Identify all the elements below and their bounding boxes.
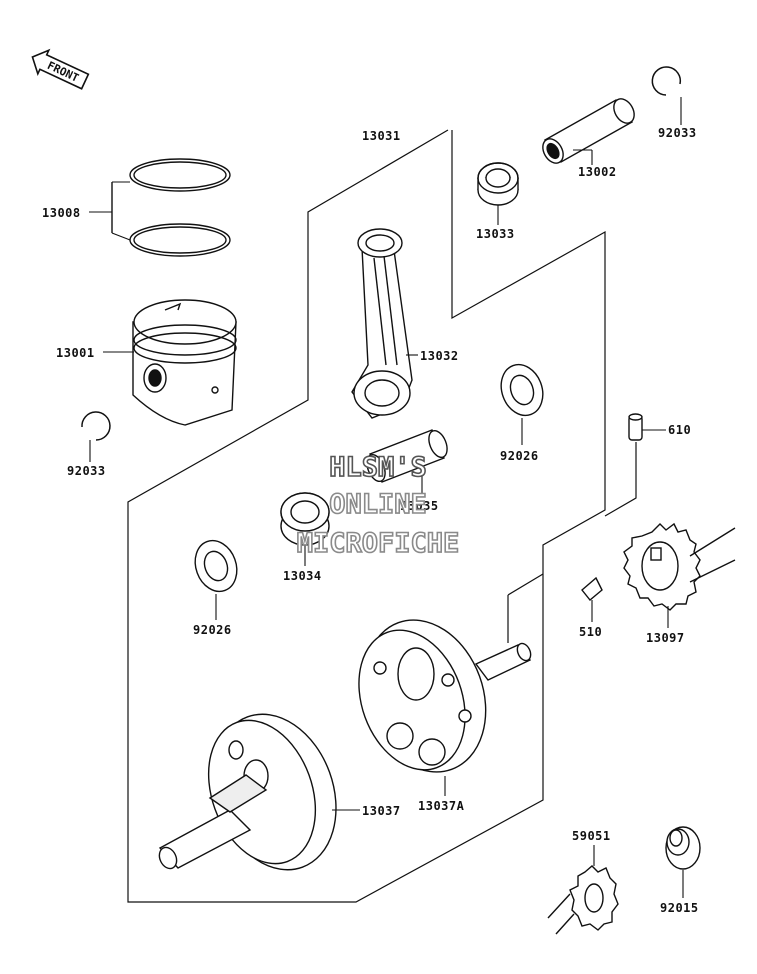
part-92015-label: 92015 — [660, 901, 699, 915]
watermark-line1: HLSM'S — [329, 452, 427, 483]
part-610-label: 610 — [668, 423, 691, 437]
crank-gear-icon — [623, 522, 736, 611]
assembly-outline — [127, 129, 637, 903]
circlip-icon — [81, 66, 682, 441]
nut-icon — [665, 826, 701, 870]
part-13035-label: 13035 — [400, 499, 439, 513]
part-92033-right-label: 92033 — [658, 126, 697, 140]
crank-pin-icon — [366, 429, 448, 483]
pin-icon — [628, 413, 643, 441]
part-13032-label: 13032 — [420, 349, 459, 363]
leader-lines — [89, 97, 684, 898]
part-13031-label: 13031 — [362, 129, 401, 143]
part-13002-label: 13002 — [578, 165, 617, 179]
woodruff-key-icon — [581, 576, 603, 601]
watermark-line3: MICROFICHE — [297, 528, 460, 559]
piston-icon — [132, 299, 237, 426]
part-13037-label: 13037 — [362, 804, 401, 818]
part-13037A-label: 13037A — [418, 799, 465, 813]
thrust-washer-icon — [194, 363, 544, 593]
part-labels: 13031 13008 13001 92033 92033 13002 1303… — [42, 126, 699, 915]
part-59051-label: 59051 — [572, 829, 611, 843]
part-92026-left-label: 92026 — [193, 623, 232, 637]
connecting-rod-icon — [351, 228, 413, 419]
crankshaft-half-right-icon — [358, 619, 532, 773]
part-13001-label: 13001 — [56, 346, 95, 360]
part-92026-right-label: 92026 — [500, 449, 539, 463]
sprocket-icon — [547, 865, 619, 935]
part-13008-label: 13008 — [42, 206, 81, 220]
crankshaft-half-left-icon — [158, 713, 337, 871]
piston-pin-icon — [542, 98, 635, 164]
part-510-label: 510 — [579, 625, 602, 639]
watermark-line2: ONLINE — [329, 489, 427, 520]
part-13097-label: 13097 — [646, 631, 685, 645]
piston-ring-icon — [111, 158, 231, 257]
part-13033-label: 13033 — [476, 227, 515, 241]
part-13034-label: 13034 — [283, 569, 322, 583]
watermark: HLSM'S ONLINE MICROFICHE — [296, 451, 460, 560]
needle-bearing-small-icon — [477, 162, 519, 206]
needle-bearing-large-icon — [280, 492, 330, 546]
front-arrow-icon: FRONT — [31, 48, 90, 90]
part-92033-left-label: 92033 — [67, 464, 106, 478]
